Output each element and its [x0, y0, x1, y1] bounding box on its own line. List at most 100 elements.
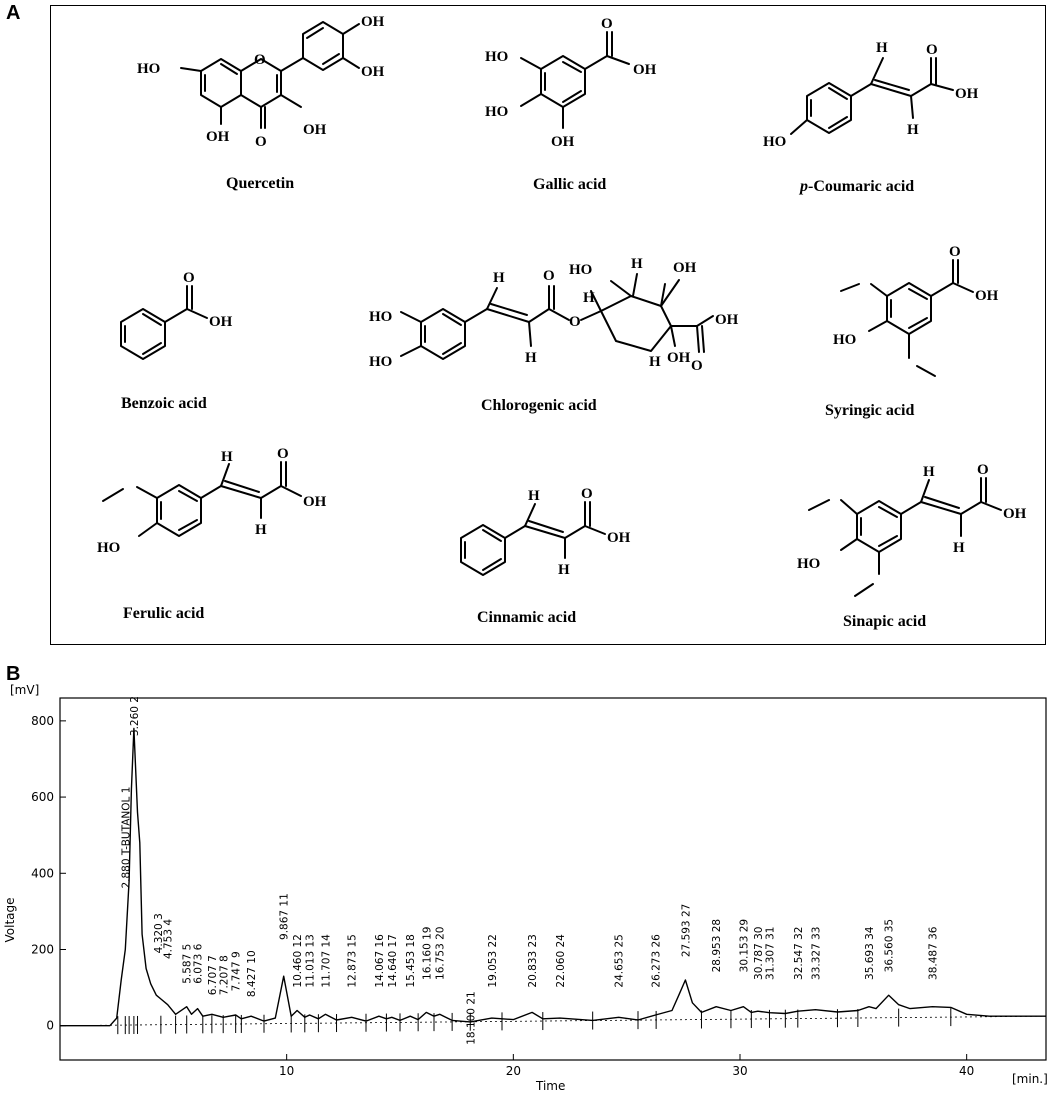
- compound-name-benzoic-acid: Benzoic acid: [121, 395, 207, 412]
- chart-frame: [59, 697, 1047, 1061]
- peak-label: 8.427 10: [246, 950, 258, 997]
- compound-name-syringic-acid: Syringic acid: [825, 402, 914, 419]
- ferulic-acid-atoms: H H O OH HO: [97, 446, 327, 556]
- compound-name-p-coumaric-acid: p-Coumaric acid: [798, 178, 914, 195]
- peak-label: 24.653 25: [614, 934, 626, 987]
- atom-label: OH: [361, 64, 385, 80]
- panel-a-label: A: [6, 2, 21, 24]
- atom-label: H: [907, 122, 919, 138]
- syringic-acid-atoms: O OH HO: [833, 244, 999, 348]
- sinapic-acid-atoms: H H O OH HO: [797, 462, 1027, 572]
- atom-label: H: [923, 464, 935, 480]
- compound-name-cinnamic-acid: Cinnamic acid: [477, 609, 576, 626]
- atom-label: OH: [975, 288, 999, 304]
- peak-label: 14.067 16: [374, 934, 386, 988]
- sinapic-acid-structure: [808, 477, 1002, 597]
- y-tick-label: 0: [46, 1019, 54, 1033]
- peak-label: 4.753 4: [163, 919, 175, 959]
- atom-label: O: [926, 42, 938, 58]
- peak-label: 14.640 17: [387, 934, 399, 987]
- cinnamic-acid-structure: [460, 501, 606, 576]
- peak-label: 28.953 28: [711, 919, 723, 972]
- chromatogram-chart: [mV] [min.] Time Voltage 020040060080010…: [3, 683, 1048, 1093]
- benzoic-acid-structure: [120, 285, 208, 360]
- atom-label: H: [558, 562, 570, 578]
- peak-label: 2.880 T-BUTANOL 1: [120, 787, 132, 889]
- atom-label: OH: [633, 62, 657, 78]
- atom-label: O: [254, 52, 266, 68]
- atom-label: H: [528, 488, 540, 504]
- atom-label: HO: [369, 309, 392, 325]
- atom-label: O: [543, 268, 555, 284]
- peak-label: 36.560 35: [884, 919, 896, 972]
- atom-label: H: [876, 40, 888, 56]
- peak-label: 33.327 33: [810, 927, 822, 980]
- p-coumaric-acid-atoms: H H O OH HO: [763, 40, 979, 150]
- structures-drawing: HO OH OH OH OH O O HO HO OH O OH: [97, 14, 1027, 630]
- peak-label: 32.547 32: [793, 927, 805, 980]
- atom-label: H: [649, 354, 661, 370]
- peak-label: 18.100 21: [465, 991, 477, 1044]
- x-unit-label: [min.]: [1012, 1072, 1048, 1086]
- atom-label: OH: [209, 314, 233, 330]
- gallic-acid-structure: [520, 31, 630, 129]
- atom-label: OH: [361, 14, 385, 30]
- peak-labels: 2.880 T-BUTANOL 13.260 24.320 34.753 45.…: [120, 696, 939, 1045]
- chlorogenic-acid-structure: [400, 273, 714, 360]
- compound-name-ferulic-acid: Ferulic acid: [123, 605, 204, 622]
- atom-label: O: [581, 486, 593, 502]
- atom-label: O: [691, 358, 703, 374]
- baseline-line: [59, 1015, 1047, 1027]
- atom-label: HO: [137, 61, 160, 77]
- ferulic-acid-structure: [102, 461, 302, 537]
- compound-names: Quercetin Gallic acid p-Coumaric acid Be…: [121, 175, 926, 630]
- gallic-acid-atoms: HO HO OH O OH: [485, 16, 657, 150]
- atom-label: O: [255, 134, 267, 150]
- atom-label: H: [583, 290, 595, 306]
- peak-label: 30.787 30: [753, 927, 765, 980]
- atom-label: O: [277, 446, 289, 462]
- chromatogram-trace: [60, 727, 1046, 1027]
- peak-label: 9.867 11: [279, 893, 291, 940]
- peak-label: 35.693 34: [864, 926, 876, 980]
- atom-label: HO: [369, 354, 392, 370]
- atom-label: H: [953, 540, 965, 556]
- peak-label: 7.207 8: [218, 955, 230, 995]
- compound-name-gallic-acid: Gallic acid: [533, 176, 606, 193]
- peak-label: 11.707 14: [320, 934, 332, 988]
- atom-label: OH: [206, 129, 230, 145]
- compound-name-sinapic-acid: Sinapic acid: [843, 613, 926, 630]
- y-tick-label: 400: [31, 866, 54, 880]
- y-tick-label: 600: [31, 790, 54, 804]
- peak-label: 27.593 27: [680, 904, 692, 957]
- peak-label: 16.160 19: [421, 927, 433, 980]
- peak-label: 12.873 15: [347, 934, 359, 987]
- atom-label: OH: [1003, 506, 1027, 522]
- compound-name-quercetin: Quercetin: [226, 175, 294, 192]
- peak-label: 3.260 2: [129, 696, 141, 736]
- atom-label: OH: [303, 494, 327, 510]
- atom-label: O: [601, 16, 613, 32]
- p-coumaric-acid-structure: [790, 57, 954, 135]
- quercetin-atoms: HO OH OH OH OH O O: [137, 14, 385, 150]
- y-tick-label: 800: [31, 714, 54, 728]
- atom-label: O: [183, 270, 195, 286]
- peak-label: 4.320 3: [153, 913, 165, 953]
- atom-label: HO: [97, 540, 120, 556]
- atom-label: H: [631, 256, 643, 272]
- atom-label: HO: [763, 134, 786, 150]
- peak-label: 22.060 24: [555, 934, 567, 988]
- atom-label: HO: [569, 262, 592, 278]
- atom-label: HO: [797, 556, 820, 572]
- x-tick-label: 10: [279, 1064, 294, 1078]
- x-tick-label: 30: [732, 1064, 747, 1078]
- atom-label: HO: [833, 332, 856, 348]
- atom-label: OH: [955, 86, 979, 102]
- atom-label: OH: [303, 122, 327, 138]
- integration-markers: [117, 1008, 952, 1035]
- atom-label: OH: [715, 312, 739, 328]
- peak-label: 6.707 7: [207, 955, 219, 995]
- cinnamic-acid-atoms: H H O OH: [528, 486, 631, 578]
- trace: [60, 727, 1046, 1027]
